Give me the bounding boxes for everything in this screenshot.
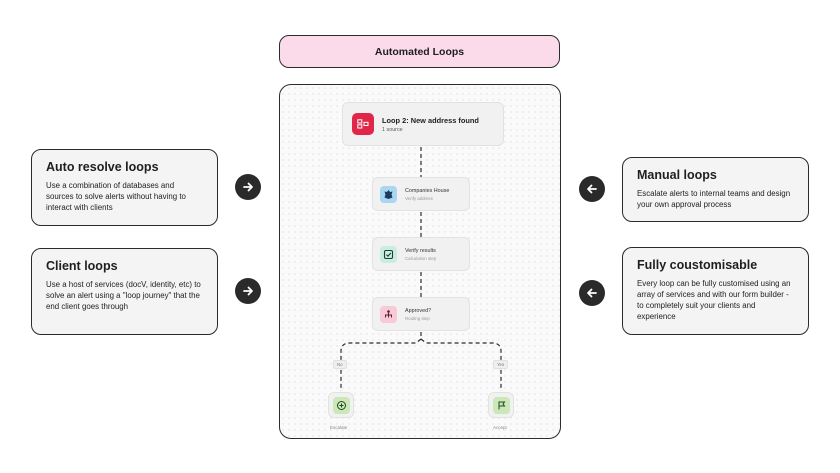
card-manual-loops: Manual loops Escalate alerts to internal… xyxy=(622,157,809,222)
outcome-escalate-label: Escalate xyxy=(330,425,348,430)
connector-icon xyxy=(352,113,374,135)
step-subtitle: Verify address xyxy=(405,195,433,201)
arrow-right-button[interactable] xyxy=(235,278,261,304)
step-title: Approved? xyxy=(405,307,432,314)
diagram-title-text: Automated Loops xyxy=(374,45,465,58)
card-body: Every loop can be fully customised using… xyxy=(637,279,791,322)
step-verify-results[interactable]: Verify results Calculation step xyxy=(372,237,470,271)
card-fully-customisable: Fully coustomisable Every loop can be fu… xyxy=(622,247,809,335)
flow-connectors xyxy=(340,147,502,391)
image-check-icon xyxy=(380,245,397,263)
diagram-title: Automated Loops xyxy=(279,35,560,68)
outcome-accept-label: Accept xyxy=(493,425,507,430)
step-title: Companies House xyxy=(405,187,450,194)
branch-icon xyxy=(380,305,397,323)
card-auto-resolve: Auto resolve loops Use a combination of … xyxy=(31,149,218,226)
arrow-left-icon xyxy=(587,288,597,298)
step-subtitle: Routing step xyxy=(405,315,430,321)
crest-icon xyxy=(380,185,397,203)
card-body: Use a combination of databases and sourc… xyxy=(46,181,186,213)
step-approved[interactable]: Approved? Routing step xyxy=(372,297,470,331)
card-title: Manual loops xyxy=(637,168,717,182)
arrow-right-button[interactable] xyxy=(235,174,261,200)
card-title: Client loops xyxy=(46,259,118,273)
outcome-accept[interactable] xyxy=(488,392,514,418)
outcome-escalate[interactable] xyxy=(328,392,354,418)
arrow-right-icon xyxy=(243,182,253,192)
arrow-left-button[interactable] xyxy=(579,176,605,202)
plus-circle-icon xyxy=(332,396,350,414)
step-companies-house[interactable]: Companies House Verify address xyxy=(372,177,470,211)
connector-yes-branch xyxy=(420,338,502,391)
connector-no-branch xyxy=(340,332,422,391)
loop-node-subtitle: 1 source xyxy=(382,126,403,133)
step-title: Verify results xyxy=(405,247,436,254)
card-title: Auto resolve loops xyxy=(46,160,159,174)
branch-no-label: No xyxy=(333,360,347,369)
loop-node[interactable]: Loop 2: New address found 1 source xyxy=(342,102,504,146)
arrow-left-icon xyxy=(587,184,597,194)
card-title: Fully coustomisable xyxy=(637,258,758,272)
card-body: Use a host of services (docV, identity, … xyxy=(46,280,201,312)
step-subtitle: Calculation step xyxy=(405,255,437,261)
card-body: Escalate alerts to internal teams and de… xyxy=(637,189,791,210)
loop-node-title: Loop 2: New address found xyxy=(382,115,479,125)
arrow-right-icon xyxy=(243,286,253,296)
flow-canvas: Loop 2: New address found 1 source Compa… xyxy=(279,84,561,439)
flag-icon xyxy=(492,396,510,414)
card-client-loops: Client loops Use a host of services (doc… xyxy=(31,248,218,335)
branch-yes-label: Yes xyxy=(493,360,509,369)
arrow-left-button[interactable] xyxy=(579,280,605,306)
